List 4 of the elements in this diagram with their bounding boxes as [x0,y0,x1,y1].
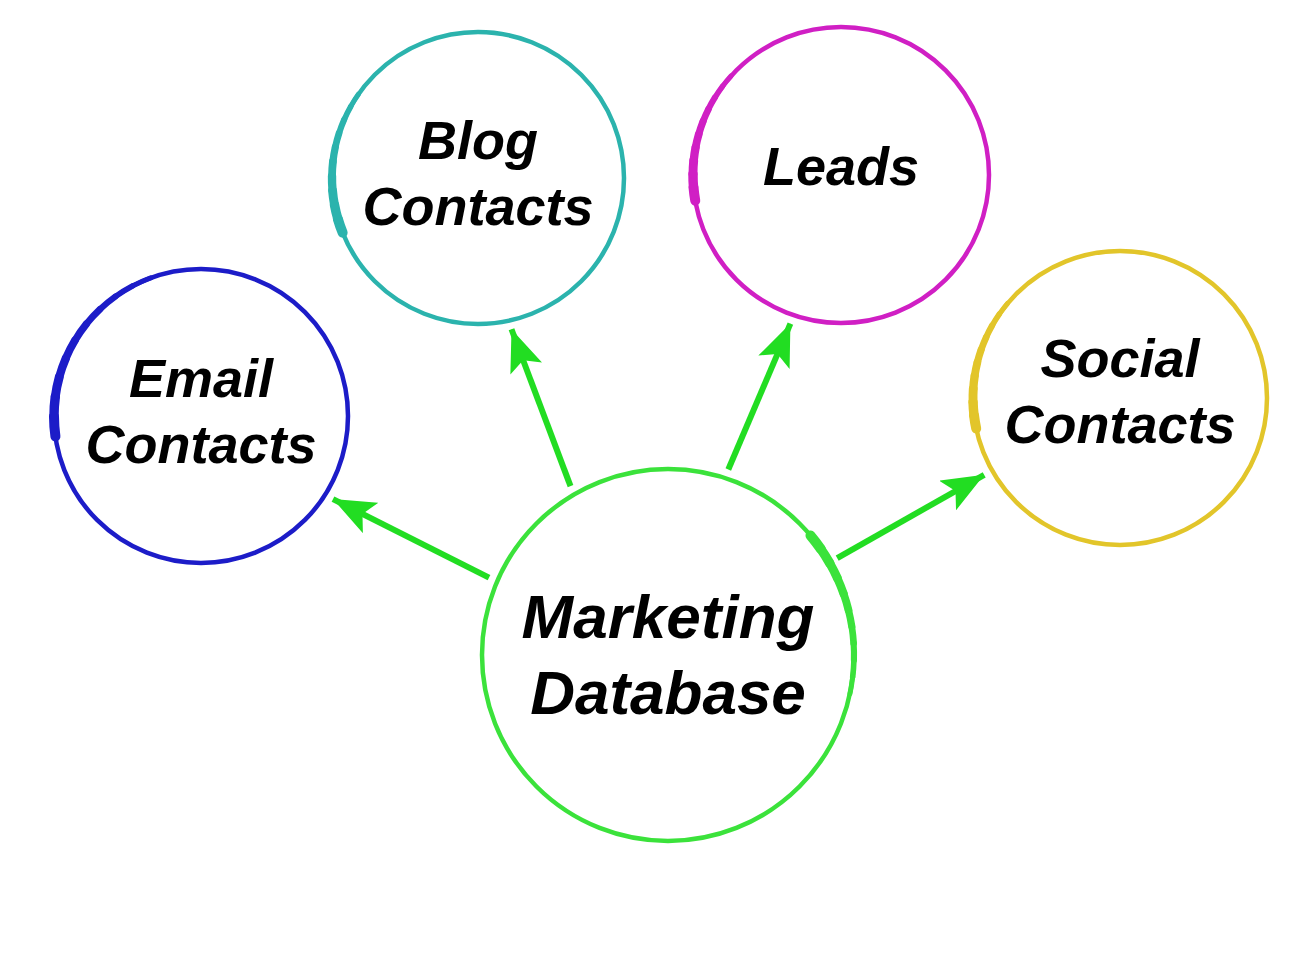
arrow [725,322,794,471]
arrow [331,496,491,581]
arrow [508,328,574,488]
arrow [835,472,986,561]
